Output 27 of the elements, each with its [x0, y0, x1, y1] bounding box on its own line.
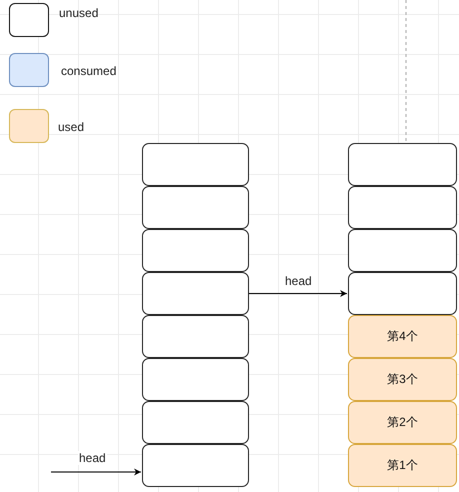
legend-label: used	[58, 120, 84, 134]
empty-slot	[142, 358, 249, 401]
edge-label: head	[284, 274, 313, 288]
empty-slot	[142, 143, 249, 186]
slot-label: 第3个	[387, 371, 418, 388]
empty-slot	[142, 401, 249, 444]
used-slot	[348, 315, 457, 358]
used-slot	[348, 358, 457, 401]
empty-slot	[142, 229, 249, 272]
empty-slot	[348, 229, 457, 272]
empty-slot	[348, 186, 457, 229]
legend-label: consumed	[61, 64, 116, 78]
empty-slot	[142, 315, 249, 358]
arrow	[50, 468, 142, 476]
empty-slot	[142, 272, 249, 315]
legend-label: unused	[59, 6, 98, 20]
empty-slot	[348, 272, 457, 315]
used-slot	[348, 444, 457, 487]
slot-label: 第1个	[387, 457, 418, 474]
edge-label: head	[78, 451, 107, 465]
empty-slot	[142, 444, 249, 487]
used-slot	[348, 401, 457, 444]
empty-slot	[348, 143, 457, 186]
empty-slot	[142, 186, 249, 229]
slot-label: 第2个	[387, 414, 418, 431]
arrow	[248, 290, 348, 297]
slot-label: 第4个	[387, 328, 418, 345]
